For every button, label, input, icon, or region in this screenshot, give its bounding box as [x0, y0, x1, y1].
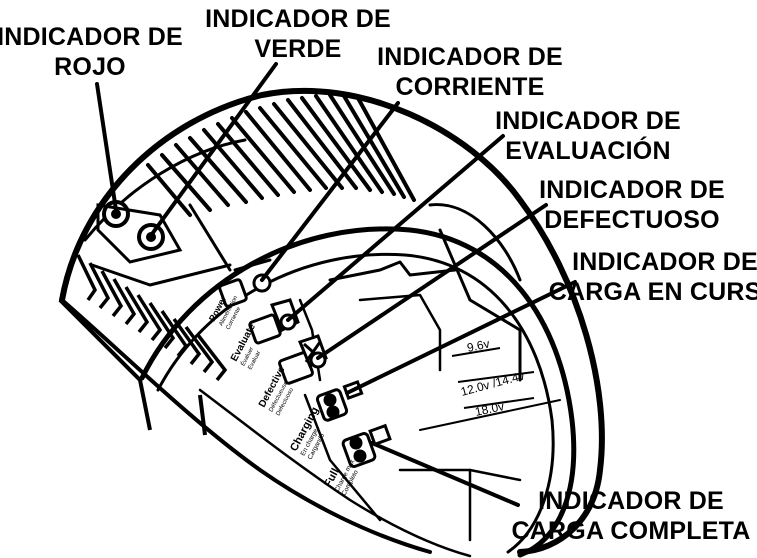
evaluate-indicator: [248, 298, 300, 345]
callout-verde-line1: INDICADOR DE: [205, 5, 391, 33]
full-indicator: [341, 423, 392, 468]
leader-carga-completa: [370, 441, 520, 507]
leader-evaluacion: [286, 134, 505, 322]
evaluate-label-group: Evaluate Évaluer Evaluar: [229, 322, 262, 371]
callout-carga-completa-line1: INDICADOR DE: [538, 487, 724, 515]
callout-defectuoso-line1: INDICADOR DE: [539, 176, 725, 204]
led-bezel: [96, 203, 183, 264]
callout-carga-en-curso: INDICADOR DE CARGA EN CURSO: [549, 248, 757, 306]
side-grille: [58, 254, 228, 436]
charger-body: [59, 87, 605, 558]
callout-rojo-line1: INDICADOR DE: [0, 23, 183, 51]
full-label-group: Full Charge max. Completo: [322, 457, 360, 497]
callout-verde-line2: VERDE: [254, 35, 341, 63]
callout-carga-completa: INDICADOR DE CARGA COMPLETA: [512, 487, 751, 545]
voltage-9-6: 9.6v: [466, 337, 491, 355]
leader-verde: [150, 62, 278, 236]
voltage-markings: 9.6v 12.0v /14.4v 18.0v: [451, 337, 535, 419]
callout-carga-completa-line2: CARGA COMPLETA: [512, 517, 751, 545]
callout-evaluacion: INDICADOR DE EVALUACIÓN: [495, 107, 681, 165]
callout-carga-en-curso-line2: CARGA EN CURSO: [549, 278, 757, 306]
callout-evaluacion-line1: INDICADOR DE: [495, 107, 681, 135]
green-led: [137, 223, 165, 251]
voltage-12-14: 12.0v /14.4v: [459, 368, 526, 398]
callout-rojo: INDICADOR DE ROJO: [0, 23, 183, 81]
callout-corriente: INDICADOR DE CORRIENTE: [377, 43, 563, 101]
top-vent-fins: [146, 93, 416, 217]
callout-corriente-line1: INDICADOR DE: [377, 43, 563, 71]
callout-carga-en-curso-line1: INDICADOR DE: [572, 248, 757, 276]
leader-rojo: [95, 82, 118, 212]
callout-defectuoso: INDICADOR DE DEFECTUOSO: [539, 176, 725, 234]
leader-corriente: [260, 101, 400, 282]
leader-lines: [95, 62, 577, 507]
callout-defectuoso-line2: DEFECTUOSO: [544, 206, 720, 234]
leader-carga-en-curso: [345, 280, 577, 395]
callout-corriente-line2: CORRIENTE: [395, 73, 544, 101]
callout-evaluacion-line2: EVALUACIÓN: [505, 135, 670, 165]
power-indicator: [218, 273, 272, 308]
callout-verde: INDICADOR DE VERDE: [205, 5, 391, 63]
voltage-18: 18.0v: [474, 399, 506, 419]
callout-rojo-line2: ROJO: [54, 53, 126, 81]
leader-defectuoso: [316, 203, 548, 360]
